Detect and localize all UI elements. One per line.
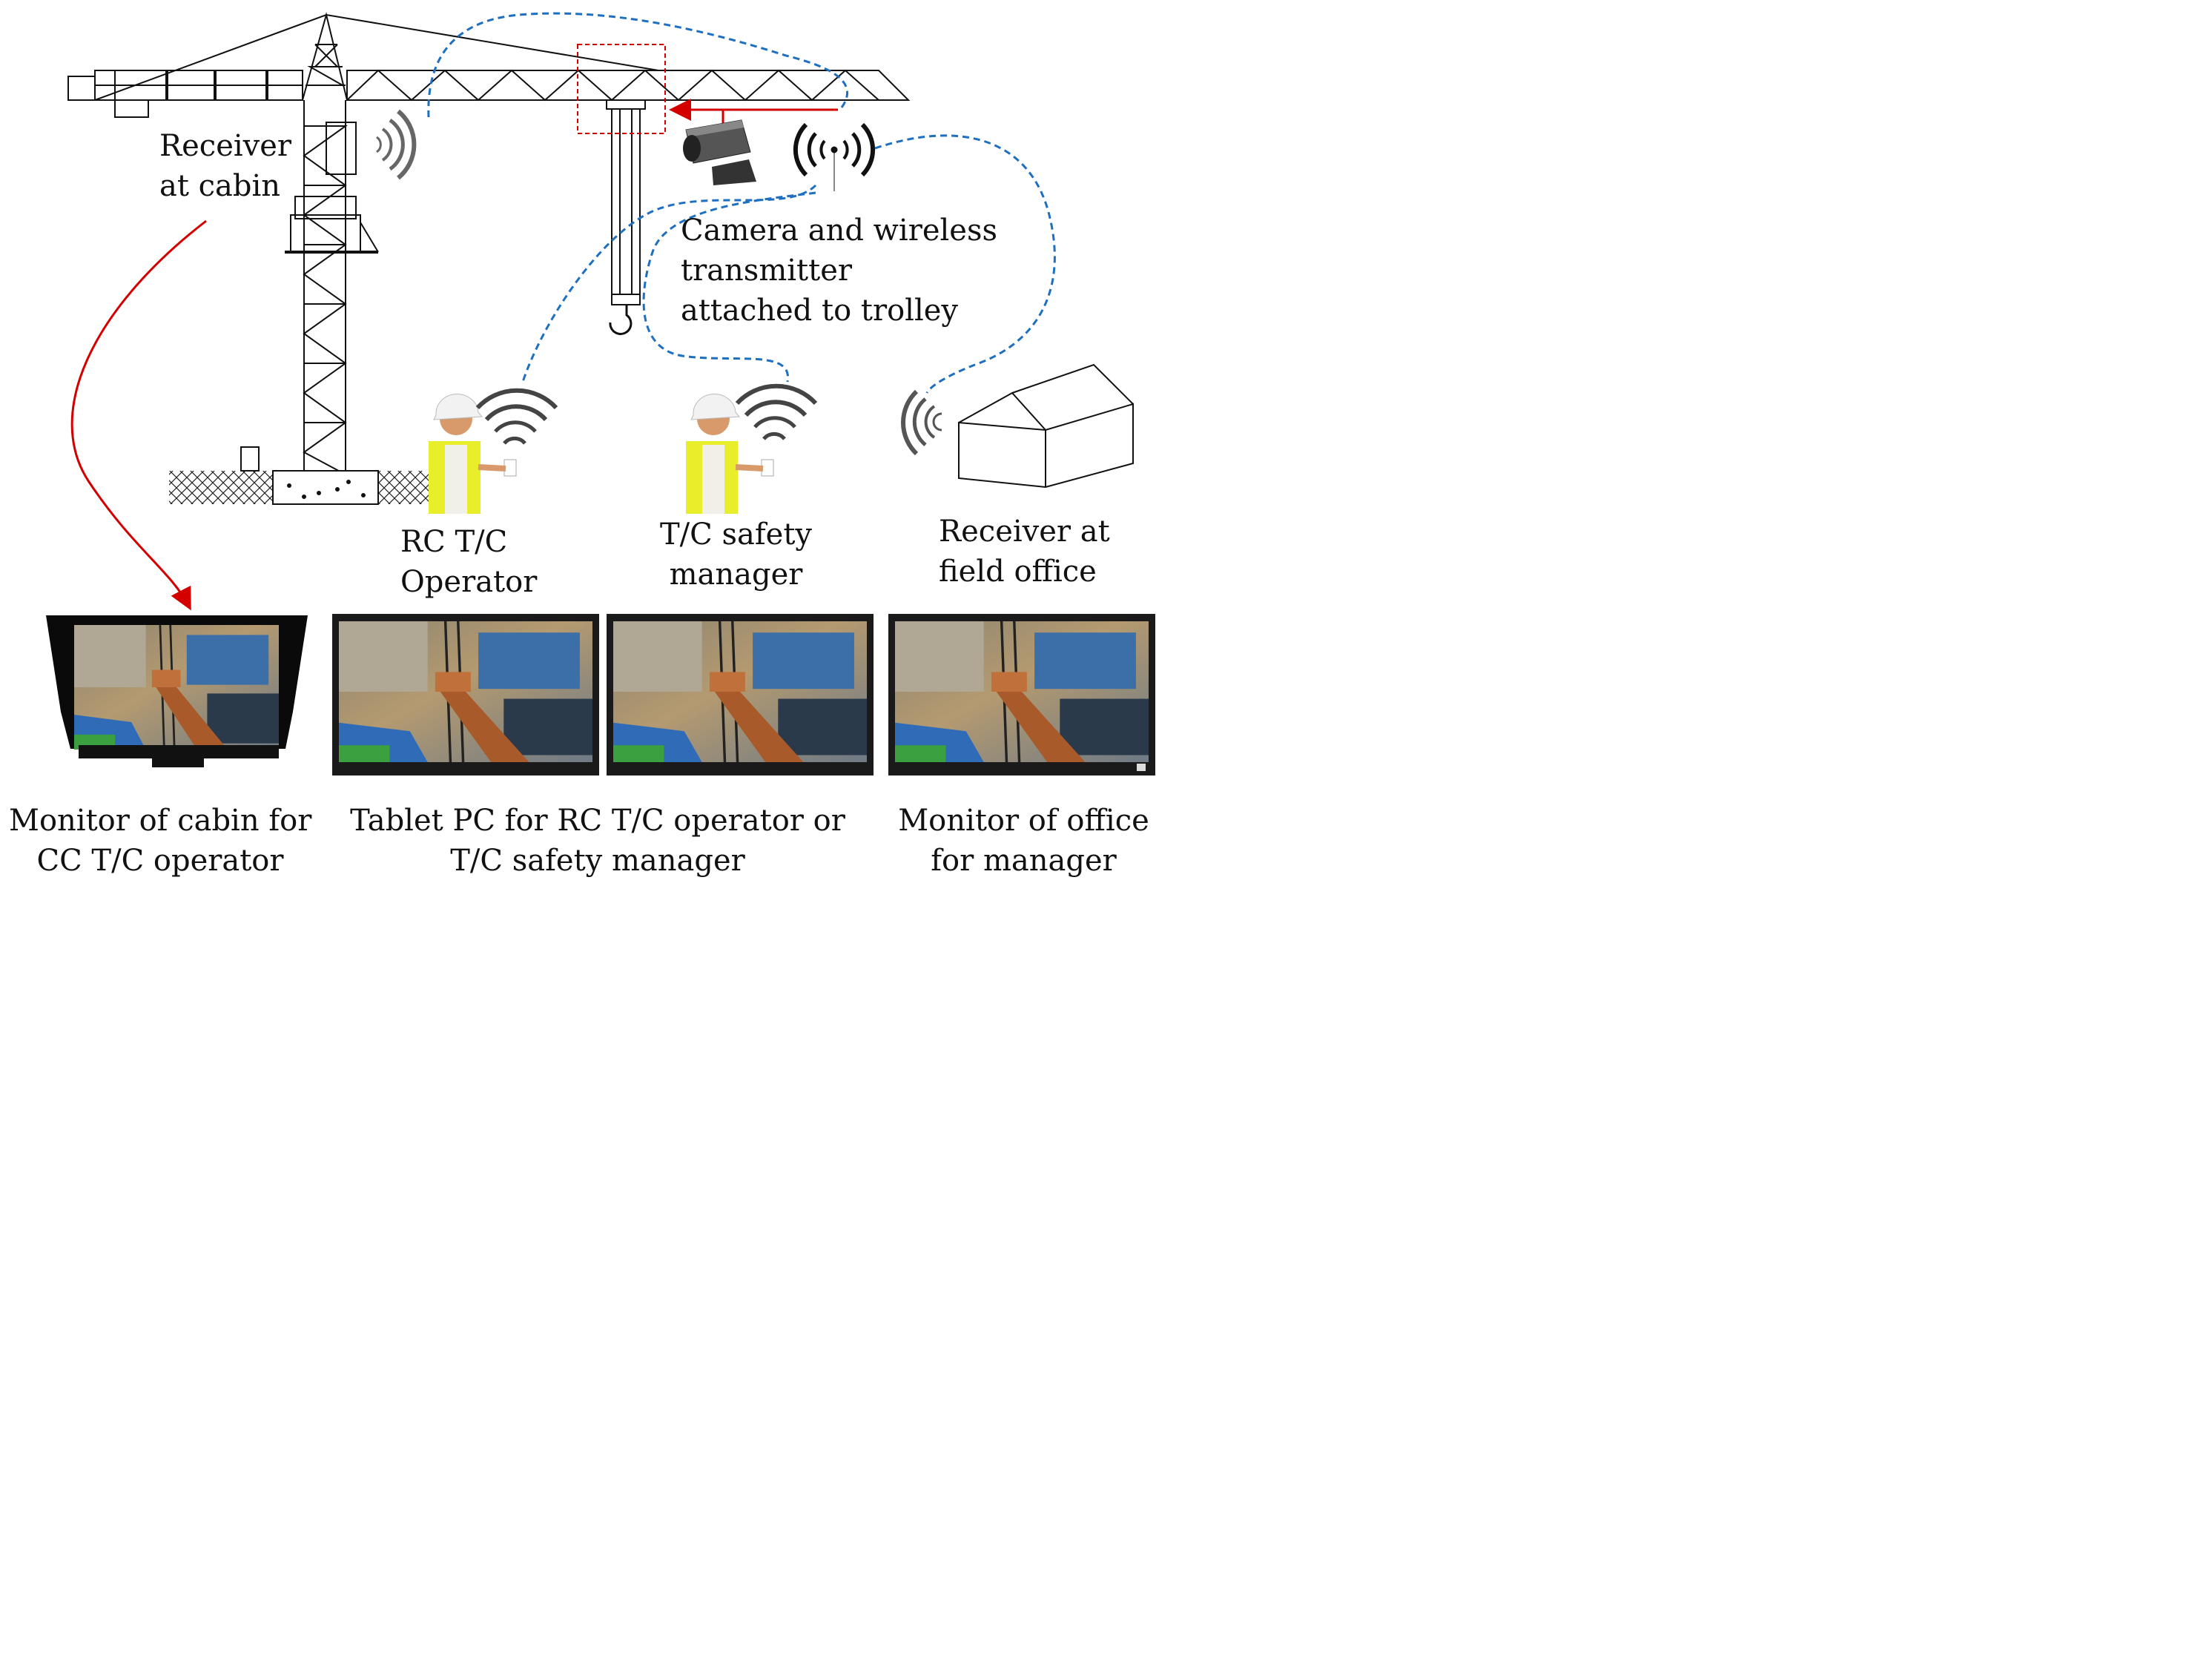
link-to-cabin (427, 12, 848, 118)
tower-crane (67, 12, 911, 505)
trolley-highlight-box (577, 44, 666, 134)
office-monitor (888, 614, 1155, 775)
safety-manager-wave-icon (735, 383, 818, 440)
link-to-safety-manager (642, 191, 816, 383)
crane-foundation (169, 446, 430, 505)
office-monitor-caption: Monitor of office for manager (898, 804, 1149, 878)
tower-mast (285, 100, 379, 475)
rc-operator-figure (429, 393, 517, 514)
receiver-cabin-label: Receiver at cabin (159, 129, 292, 203)
tablet-screen-operator (332, 614, 599, 775)
rc-operator-label: RC T/C Operator (400, 525, 538, 599)
camera-icon (683, 119, 756, 185)
receiver-office-label: Receiver at field office (939, 515, 1110, 589)
wireless-transmitter-icon (793, 122, 876, 191)
tower-peak (94, 12, 659, 101)
rc-operator-wave-icon (475, 388, 558, 445)
tablet-screen-safety-manager (607, 614, 874, 775)
cabin-monitor-caption: Monitor of cabin for CC T/C operator (9, 804, 312, 878)
trolley-hook (606, 99, 646, 335)
camera-transmitter-label: Camera and wireless transmitter attached… (681, 214, 998, 328)
tablet-caption: Tablet PC for RC T/C operator or T/C saf… (350, 804, 845, 878)
safety-manager-label: T/C safety manager (660, 517, 812, 592)
system-diagram (46, 12, 1155, 775)
cabin-receiver-wave-icon (376, 109, 417, 180)
office-receiver-wave-icon (901, 389, 942, 456)
counter-jib (67, 70, 303, 118)
field-office-building (958, 363, 1134, 489)
wireless-links (427, 12, 1056, 394)
link-to-operator (521, 184, 817, 383)
link-to-field-office (874, 134, 1056, 394)
cabin-monitor (46, 615, 308, 767)
jib (346, 69, 911, 102)
cabin-to-monitor-arrow (70, 219, 207, 611)
safety-manager-figure (686, 393, 774, 514)
